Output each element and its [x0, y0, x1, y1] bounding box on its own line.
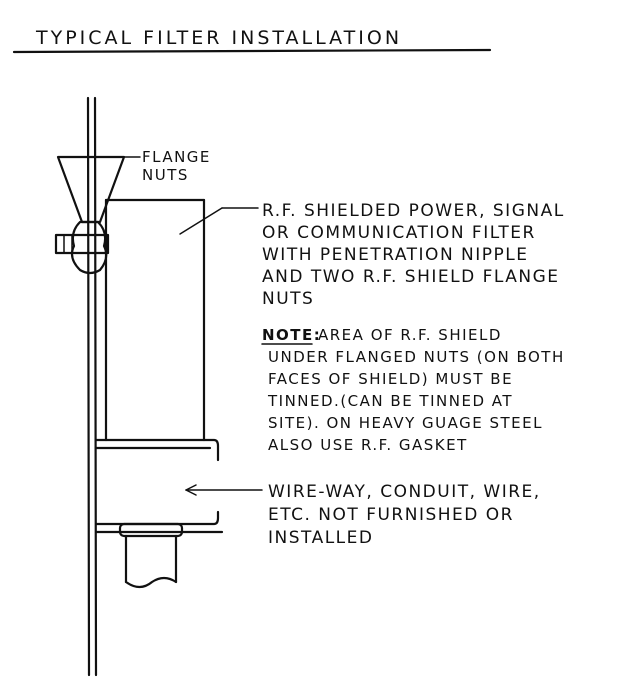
wireway-arrow: [185, 484, 263, 496]
shield-wall-left: [86, 96, 91, 677]
note-heading: NOTE:: [262, 326, 321, 344]
wireway-label: WIRE-WAY, CONDUIT, WIRE, ETC. NOT FURNIS…: [268, 482, 548, 548]
filter-body: [104, 198, 206, 442]
diagram-title: TYPICAL FILTER INSTALLATION: [35, 27, 402, 49]
flange-nut-funnel: [56, 155, 126, 224]
note-text: AREA OF R.F. SHIELD UNDER FLANGED NUTS (…: [267, 326, 571, 454]
conduit-coupling: [118, 522, 184, 538]
flange-nuts-callout: [56, 155, 141, 224]
note-block: NOTE: AREA OF R.F. SHIELD UNDER FLANGED …: [261, 326, 571, 454]
filter-label: R.F. SHIELDED POWER, SIGNAL OR COMMUNICA…: [262, 201, 572, 309]
shield-wall-right: [93, 96, 98, 677]
wireway-box: [94, 438, 224, 534]
flange-nut-assembly: [54, 220, 110, 275]
filter-leader: [179, 207, 223, 235]
conduit-break: [124, 576, 178, 589]
flange-nuts-label: FLANGE NUTS: [142, 148, 217, 184]
penetration-nipple: [54, 233, 110, 255]
title-underline: [12, 48, 492, 54]
conduit-pipe: [118, 522, 184, 589]
